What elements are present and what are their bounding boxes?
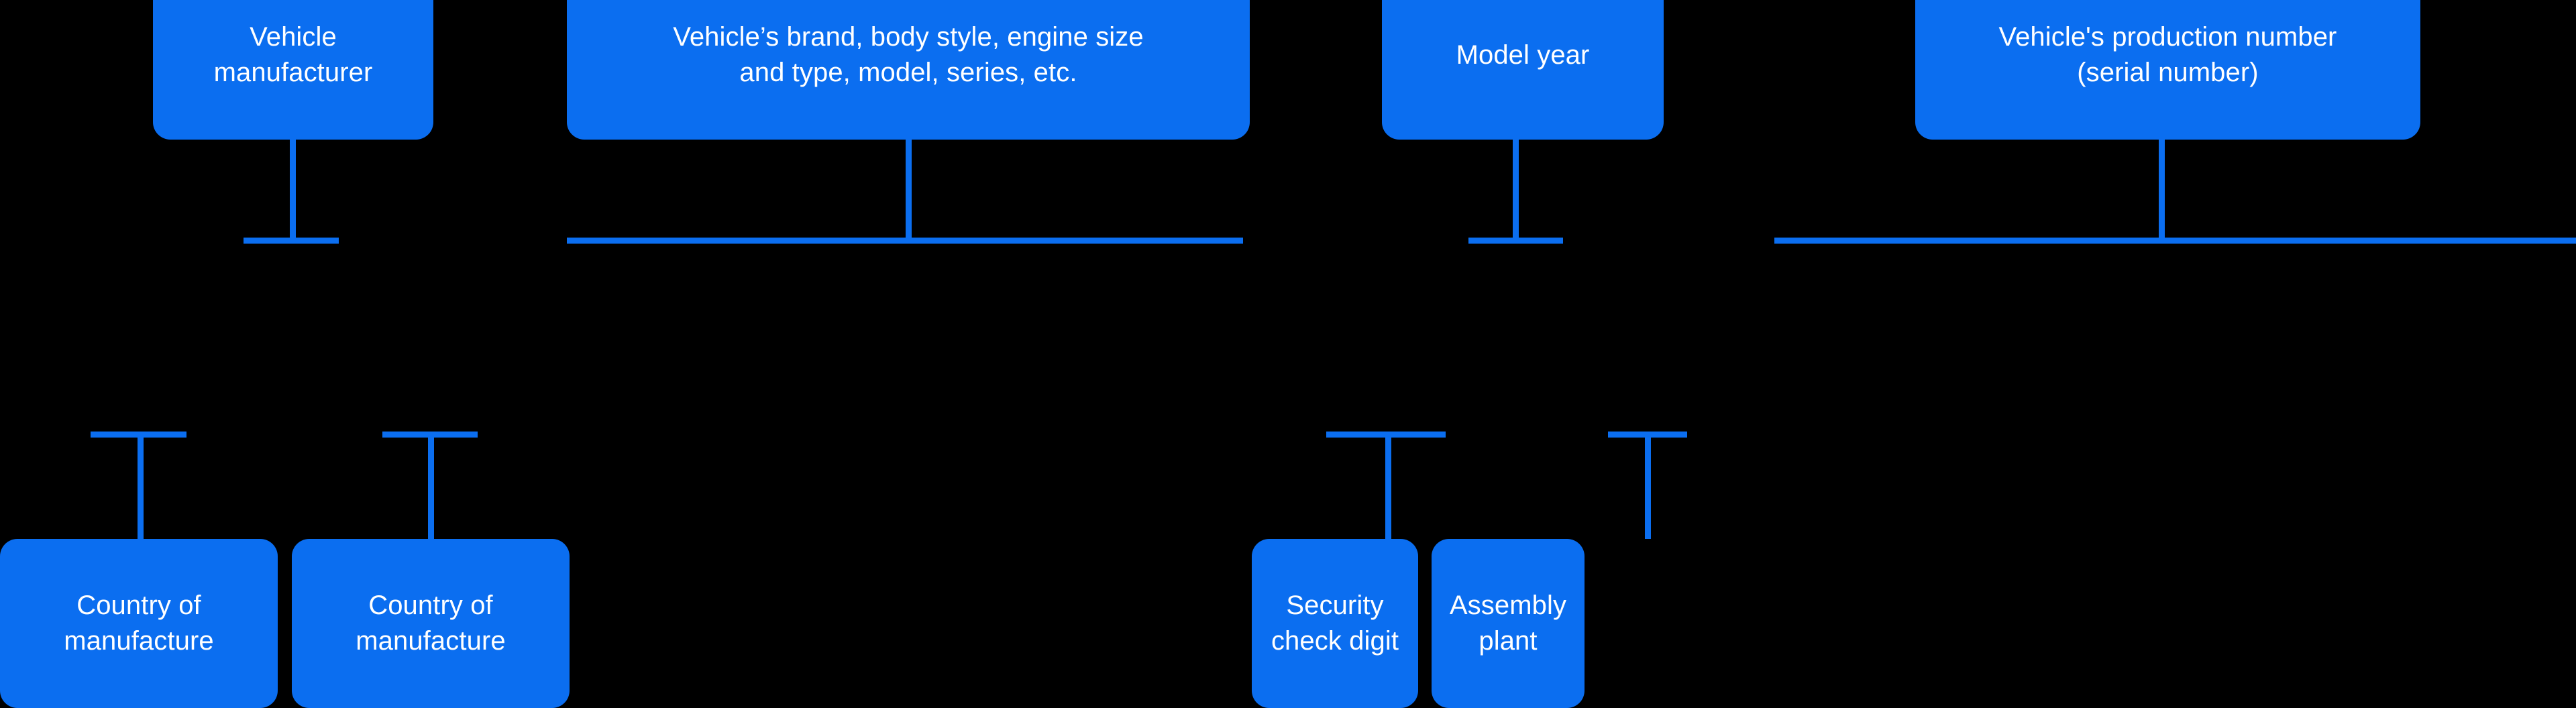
node-label: Country of manufacture [64,591,214,656]
node-assembly-plant: Assembly plant [1432,539,1585,708]
node-security-check-digit: Security check digit [1252,539,1418,708]
connector-stem [1513,140,1519,244]
node-label: Model year [1456,40,1590,70]
node-label: Assembly plant [1449,591,1567,656]
connector-stem [1385,432,1391,539]
connector-bar [1774,238,2576,244]
node-model-year: Model year [1382,0,1664,140]
connector-stem [906,140,912,244]
node-country-of-manufacture-2: Country of manufacture [292,539,570,708]
node-vehicle-descriptor: Vehicle’s brand, body style, engine size… [567,0,1250,140]
node-label: Vehicle's production number (serial numb… [1998,22,2337,87]
connector-bar [567,238,1243,244]
node-label: Vehicle manufacturer [213,22,373,87]
connector-stem [428,432,434,539]
node-production-number: Vehicle's production number (serial numb… [1915,0,2420,140]
connector-stem [1645,432,1651,539]
connector-stem [2159,140,2165,244]
node-label: Vehicle’s brand, body style, engine size… [673,22,1144,87]
node-vehicle-manufacturer: Vehicle manufacturer [153,0,433,140]
node-country-of-manufacture-1: Country of manufacture [0,539,278,708]
connector-bar [244,238,339,244]
connector-bar [1468,238,1563,244]
node-label: Country of manufacture [356,591,506,656]
connector-stem [138,432,144,539]
connector-stem [290,140,296,244]
node-label: Security check digit [1271,591,1399,656]
